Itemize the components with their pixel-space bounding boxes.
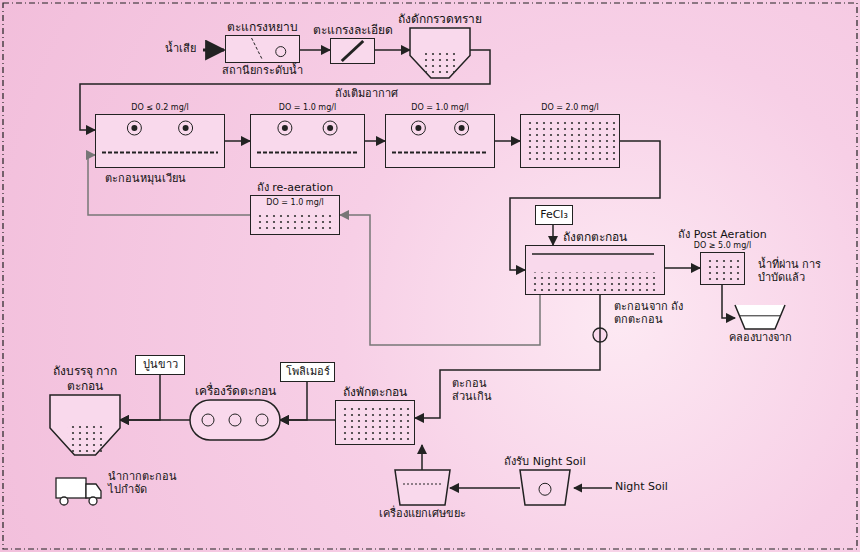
box-heading: สถานียกระดับน้ำ [222,64,303,77]
box-heading: ตะแกรงละเอียด [313,23,393,37]
box-heading: ถังดักกรวดทราย [398,12,482,26]
flow-arrow [552,225,554,245]
flow-label: ตะกอนจาก ถังตกตะกอน [614,300,686,326]
flow-arrow [280,382,307,420]
flow-label: ถังเติมอากาศ [335,87,398,100]
box-heading: DO = 2.0 mg/l [541,103,598,113]
flow-arrow [120,375,160,420]
sedimentation-tank-shape [526,246,664,294]
debris-separator-shape [395,470,450,505]
chemical-box: FeCl₃ [535,205,573,225]
flow-label: น้ำที่ผ่าน การบำบัดแล้ว [758,258,844,284]
grit-chamber-shape [410,28,470,78]
sedimentation-tank: ถังตกตะกอน [525,245,665,295]
flow-label: ตะกอนหมุนเวียน [105,172,186,185]
flow-label: ตะกอน ส่วนเกิน [452,377,502,403]
flow-arrow [225,140,250,142]
aeration-tank-shape [386,115,494,167]
box-heading: ถังบรรจุ กากตะกอน [49,364,121,393]
flow-arrow [722,285,735,318]
flow-arrow [421,445,423,470]
box-heading: คลองบางจาก [729,331,792,344]
return-sludge-line [340,215,540,345]
flow-label: Night Soil [615,480,668,493]
chemical-box: โพลิเมอร์ [280,362,335,382]
box-heading: ถังพักตะกอน [343,385,407,399]
post-aeration-tank: ถัง Post AerationDO ≥ 5.0 mg/l [700,252,745,285]
flow-arrow [495,140,520,142]
sludge-hopper-shape [50,395,120,455]
night-soil-arrow [574,487,612,488]
sludge-hopper: ถังบรรจุ กากตะกอน [50,395,120,455]
box-heading: เครื่องรีดตะกอน [195,384,276,398]
flow-label: น้ำเสีย [165,42,196,55]
box-text: ปูนขาว [143,358,178,371]
coarse-screen-box: ตะแกรงหยาบสถานียกระดับน้ำ [225,35,300,63]
box-text: โพลิเมอร์ [286,365,330,378]
flow-label: นำกากตะกอน ไปกำจัด [108,470,184,496]
sludge-holding-tank-shape [336,401,414,444]
sludge-holding-tank: ถังพักตะกอน [335,400,415,445]
flow-arrow [375,49,410,51]
reaeration-tank: ถัง re-aerationDO = 1.0 mg/l [250,195,340,235]
aeration-tank: DO = 1.0 mg/l [250,114,365,168]
canal-shape [735,305,785,329]
belt-press-shape [190,400,280,440]
box-heading: เครื่องแยกเศษขยะ [379,507,466,520]
fine-screen-box: ตะแกรงละเอียด [330,38,375,64]
box-heading: ถังตกตะกอน [563,230,627,244]
aeration-tank: DO = 2.0 mg/l [520,114,620,168]
box-heading: ตะแกรงหยาบ [227,20,298,34]
belt-press: เครื่องรีดตะกอน [190,400,280,440]
box-text: FeCl₃ [540,208,568,221]
fine-screen-box-shape [331,39,374,63]
box-heading: DO = 1.0 mg/l [279,103,336,113]
canal: คลองบางจาก [735,305,785,329]
night-soil-tank-shape [520,470,570,505]
aeration-tank-shape [521,115,619,167]
box-heading: DO ≥ 5.0 mg/l [694,241,751,251]
coarse-screen-box-shape [226,36,299,62]
aeration-tank: DO ≤ 0.2 mg/l [95,114,225,168]
flow-arrow [300,49,330,51]
flow-arrow [365,140,385,142]
dashed-frame [3,3,857,549]
box-text: DO = 1.0 mg/l [266,198,323,208]
inlet-pipe [203,49,224,52]
post-aeration-tank-shape [701,253,744,284]
debris-separator: เครื่องแยกเศษขยะ [395,470,450,505]
chemical-box: ปูนขาว [135,355,185,375]
aeration-tank-shape [96,115,224,167]
box-heading: ถังรับ Night Soil [504,455,585,468]
truck-icon [56,478,101,505]
flow-arrow [450,487,520,489]
aeration-tank-shape [251,115,364,167]
night-soil-tank: ถังรับ Night Soil [520,470,570,505]
grit-chamber: ถังดักกรวดทราย [410,28,470,78]
box-heading: ถัง Post Aeration [678,228,766,241]
box-heading: DO ≤ 0.2 mg/l [131,103,188,113]
flow-arrow [665,267,700,269]
flow-arrow [415,295,600,418]
box-heading: DO = 1.0 mg/l [411,103,468,113]
box-heading: ถัง re-aeration [257,181,333,194]
aeration-tank: DO = 1.0 mg/l [385,114,495,168]
